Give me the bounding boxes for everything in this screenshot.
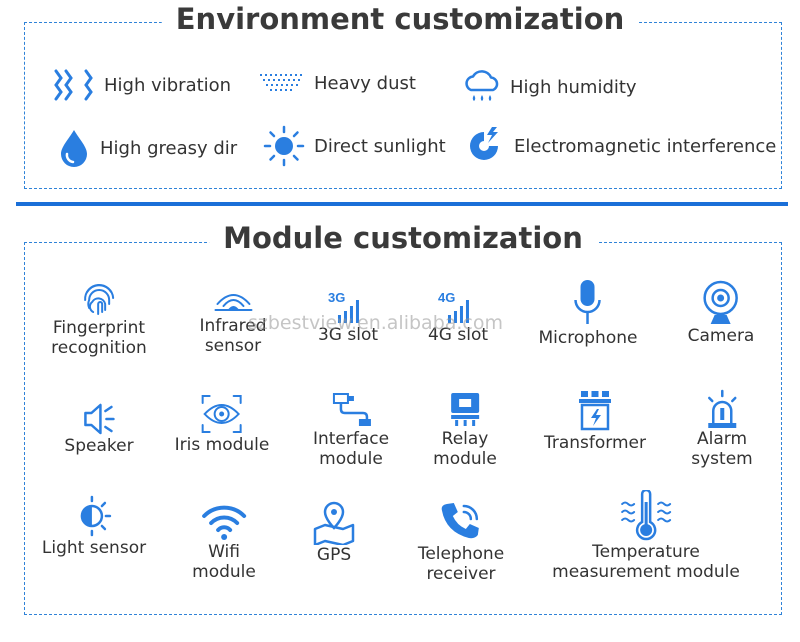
module-label: module (433, 449, 497, 469)
env-label-humidity: High humidity (510, 76, 637, 98)
infrared-icon (213, 294, 252, 311)
module-label: measurement module (552, 562, 740, 582)
module-gps: GPS (312, 501, 356, 565)
speaker-icon (83, 403, 115, 435)
module-3g-slot: 3G 3G slot (318, 289, 378, 345)
module-wifi: Wifi module (192, 502, 256, 582)
relay-icon (451, 393, 479, 426)
env-label-electromagnetic: Electromagnetic interference (514, 135, 777, 157)
module-label: 4G slot (427, 325, 489, 345)
module-4g-slot: 4G 4G slot (428, 289, 488, 345)
module-label: GPS (316, 545, 352, 565)
env-label-vibration: High vibration (104, 74, 232, 96)
env-item-greasy: High greasy dir (56, 128, 237, 168)
module-label: Iris module (174, 435, 270, 455)
module-alarm: Alarm system (691, 389, 753, 469)
module-label: Telephone (417, 544, 505, 564)
module-speaker: Speaker (64, 402, 134, 456)
4g-signal-icon: 4G (438, 290, 469, 323)
environment-title: Environment customization (161, 2, 639, 36)
module-label: Relay (441, 429, 489, 449)
module-label: Transformer (543, 433, 647, 453)
svg-text:4G: 4G (438, 290, 455, 305)
env-label-sunlight: Direct sunlight (314, 135, 446, 157)
microphone-icon (574, 280, 602, 324)
usb-cable-icon (333, 393, 371, 426)
svg-text:3G: 3G (328, 290, 345, 305)
sun-icon (263, 125, 305, 167)
module-infrared: Infrared sensor (199, 282, 267, 356)
env-item-dust: Heavy dust (258, 68, 416, 98)
env-label-dust: Heavy dust (314, 72, 416, 94)
module-interface: Interface module (313, 391, 389, 469)
module-label: Alarm (696, 429, 748, 449)
fingerprint-icon (83, 283, 114, 315)
module-temperature: Temperature measurement module (552, 490, 740, 582)
module-label: module (319, 449, 383, 469)
3g-signal-icon: 3G (328, 290, 359, 323)
module-telephone: Telephone receiver (418, 500, 504, 584)
map-pin-icon (313, 501, 355, 545)
alarm-light-icon (707, 389, 737, 428)
module-light-sensor: Light sensor (42, 494, 146, 558)
magnet-icon (470, 127, 498, 160)
module-label: Camera (687, 326, 755, 346)
module-label: Wifi (208, 542, 240, 562)
env-item-vibration: High vibration (50, 68, 231, 102)
thermometer-icon (621, 490, 671, 541)
module-transformer: Transformer (544, 389, 646, 453)
vibration-icon (54, 69, 93, 101)
module-label: Interface (312, 429, 390, 449)
module-label: sensor (204, 336, 262, 356)
env-item-humidity: High humidity (462, 68, 637, 106)
module-label: Speaker (64, 436, 134, 456)
module-label: Fingerprint (52, 318, 146, 338)
light-sensor-icon (80, 495, 112, 537)
iris-icon (201, 395, 242, 433)
module-relay: Relay module (433, 391, 497, 469)
module-label: Infrared (199, 316, 267, 336)
module-label: module (192, 562, 256, 582)
module-microphone: Microphone (538, 278, 638, 348)
humidity-cloud-icon (465, 70, 499, 101)
env-item-electromagnetic: Electromagnetic interference (462, 124, 776, 168)
module-label: Microphone (538, 328, 638, 348)
dust-icon (260, 74, 302, 91)
camera-icon (703, 280, 739, 324)
module-label: system (691, 449, 753, 469)
module-iris: Iris module (174, 393, 270, 455)
module-label: receiver (426, 564, 496, 584)
module-label: recognition (51, 338, 147, 358)
module-label: 3G slot (317, 325, 379, 345)
module-label: Light sensor (41, 538, 147, 558)
telephone-icon (441, 503, 479, 539)
module-camera: Camera (687, 280, 755, 346)
module-title: Module customization (209, 221, 597, 255)
module-fingerprint: Fingerprint recognition (51, 278, 147, 358)
wifi-icon (202, 505, 246, 540)
transformer-icon (578, 391, 611, 431)
env-label-greasy: High greasy dir (100, 137, 238, 159)
oil-drop-icon (61, 130, 87, 167)
env-item-sunlight: Direct sunlight (262, 124, 446, 168)
module-label: Temperature (592, 542, 700, 562)
section-divider (16, 202, 788, 206)
